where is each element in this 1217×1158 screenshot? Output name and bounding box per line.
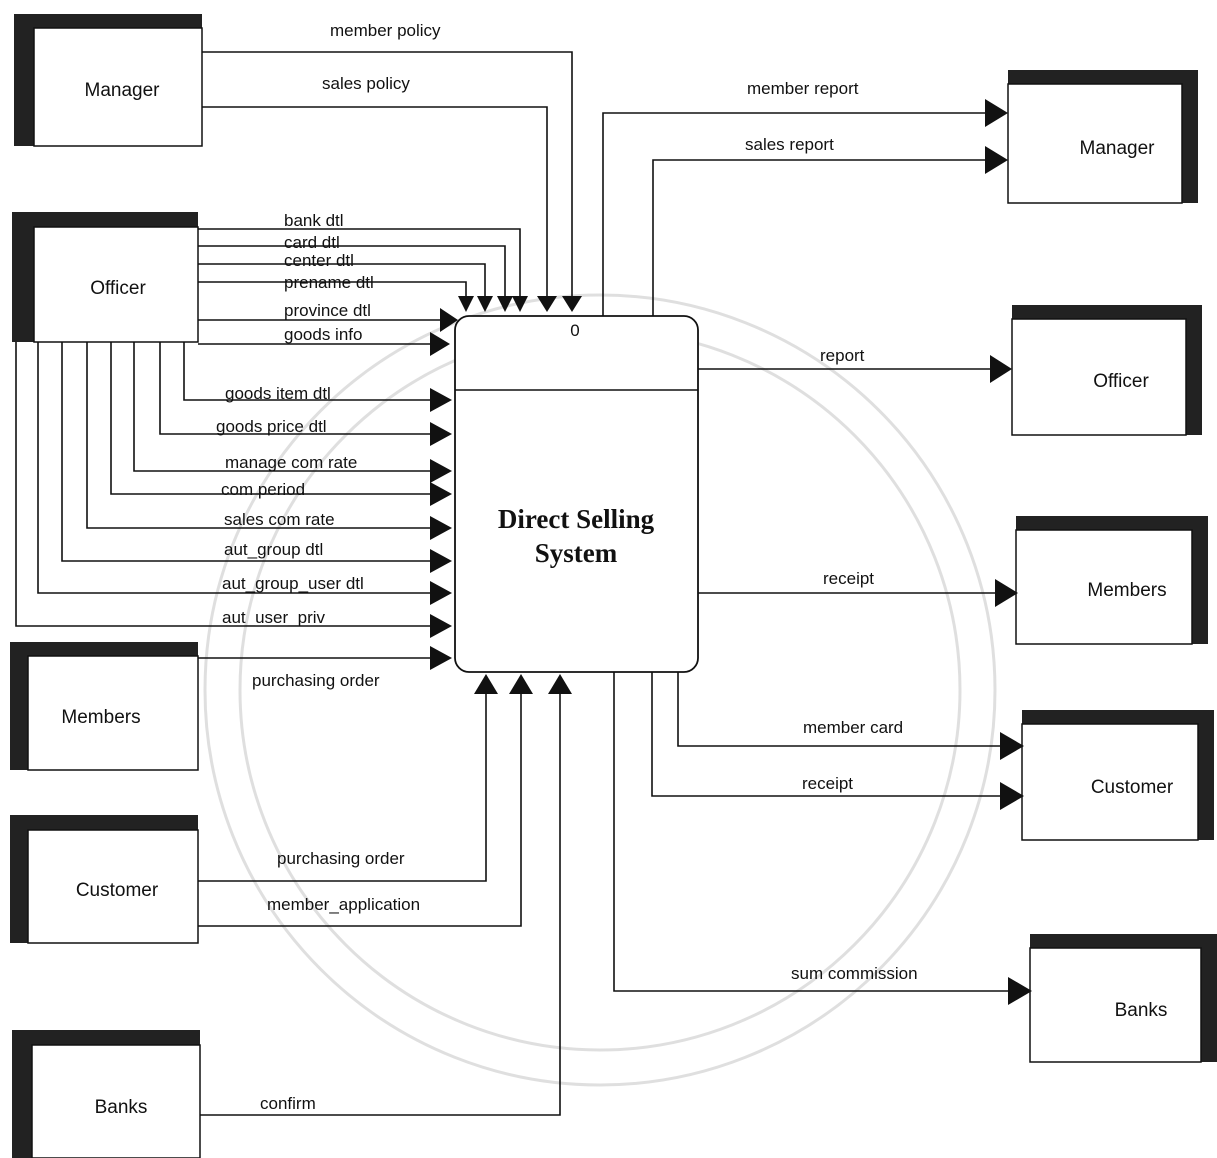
flow-label-report: report — [820, 346, 865, 365]
process-title-line1: Direct Selling — [498, 504, 655, 534]
flow-label-sales-report: sales report — [745, 135, 834, 154]
arrow-right — [985, 146, 1008, 174]
entity-label: Manager — [1080, 138, 1156, 159]
arrow-right — [430, 388, 452, 412]
flow-label-sales-policy: sales policy — [322, 74, 410, 93]
entity-label: Customer — [1091, 777, 1174, 798]
flow-label-province-dtl: province dtl — [284, 301, 371, 320]
flow-label-card-dtl: card dtl — [284, 233, 340, 252]
arrow-up — [474, 674, 498, 694]
flow-label-com-period: com period — [221, 480, 305, 499]
flow-lines — [15, 51, 1008, 1116]
arrow-down — [537, 296, 557, 312]
arrow-right — [430, 482, 452, 506]
flow-label-sum-commission: sum commission — [791, 964, 918, 983]
flow-label-bank-dtl: bank dtl — [284, 211, 344, 230]
entity-label: Banks — [95, 1097, 148, 1118]
entity-label: Banks — [1115, 1000, 1168, 1021]
arrow-right — [995, 579, 1018, 607]
arrow-up — [509, 674, 533, 694]
entity-manager-left[interactable]: Manager — [14, 14, 203, 147]
flow-label-aut-group-user-dtl: aut_group_user dtl — [222, 574, 364, 593]
entity-customer-left[interactable]: Customer — [10, 815, 199, 944]
flow-label-member-card: member card — [803, 718, 903, 737]
arrow-right — [1000, 732, 1024, 760]
arrow-down — [477, 296, 493, 312]
entity-banks-right[interactable]: Banks — [1029, 934, 1217, 1063]
flow-label-member-application: member_application — [267, 895, 420, 914]
arrow-right — [430, 516, 452, 540]
flow-label-member-policy: member policy — [330, 21, 441, 40]
flow-label-goods-info: goods info — [284, 325, 362, 344]
flow-label-center-dtl: center dtl — [284, 251, 354, 270]
entity-members-left[interactable]: Members — [10, 642, 199, 771]
flow-label-goods-item-dtl: goods item dtl — [225, 384, 331, 403]
arrow-right — [430, 422, 452, 446]
entity-manager-right[interactable]: Manager — [1007, 70, 1198, 204]
flow-label-aut-group-dtl: aut_group dtl — [224, 540, 323, 559]
arrow-right — [440, 308, 458, 332]
arrow-right — [430, 646, 452, 670]
entity-officer-left[interactable]: Officer — [12, 212, 199, 343]
arrow-right — [430, 614, 452, 638]
arrow-right — [985, 99, 1008, 127]
entity-officer-right[interactable]: Officer — [1011, 305, 1202, 436]
flow-labels: member policy sales policy bank dtl card… — [216, 21, 918, 1113]
process-title-line2: System — [535, 538, 618, 568]
arrow-down — [458, 296, 474, 312]
arrow-down — [512, 296, 528, 312]
flow-label-confirm: confirm — [260, 1094, 316, 1113]
process-number: 0 — [570, 321, 579, 340]
arrow-right — [1008, 977, 1032, 1005]
arrow-down — [497, 296, 513, 312]
flow-label-sales-com-rate: sales com rate — [224, 510, 335, 529]
flow-label-purchasing-order-customer: purchasing order — [277, 849, 405, 868]
process-direct-selling-system[interactable]: 0 Direct Selling System — [454, 315, 699, 673]
entity-label: Officer — [1093, 371, 1149, 392]
arrow-right — [430, 549, 452, 573]
arrow-right — [1000, 782, 1024, 810]
flow-label-receipt-members: receipt — [823, 569, 874, 588]
flow-label-purchasing-order-members: purchasing order — [252, 671, 380, 690]
arrow-right — [430, 581, 452, 605]
arrowheads — [430, 99, 1032, 1005]
flow-label-prename-dtl: prename dtl — [284, 273, 374, 292]
arrow-right — [430, 459, 452, 483]
flow-label-goods-price-dtl: goods price dtl — [216, 417, 327, 436]
entity-label: Customer — [76, 880, 159, 901]
entity-label: Manager — [85, 80, 161, 101]
arrow-down — [562, 296, 582, 312]
arrow-up — [548, 674, 572, 694]
flow-label-receipt-customer: receipt — [802, 774, 853, 793]
arrow-right — [430, 332, 450, 356]
entity-customer-right[interactable]: Customer — [1021, 710, 1214, 841]
entity-label: Officer — [90, 278, 146, 299]
entity-label: Members — [61, 707, 140, 728]
entity-label: Members — [1087, 580, 1166, 601]
flow-label-member-report: member report — [747, 79, 859, 98]
flow-label-aut-user-priv: aut_user_priv — [222, 608, 326, 627]
arrow-right — [990, 355, 1012, 383]
flow-label-manage-com-rate: manage com rate — [225, 453, 357, 472]
entity-banks-left[interactable]: Banks — [12, 1030, 201, 1158]
entity-members-right[interactable]: Members — [1015, 516, 1208, 645]
